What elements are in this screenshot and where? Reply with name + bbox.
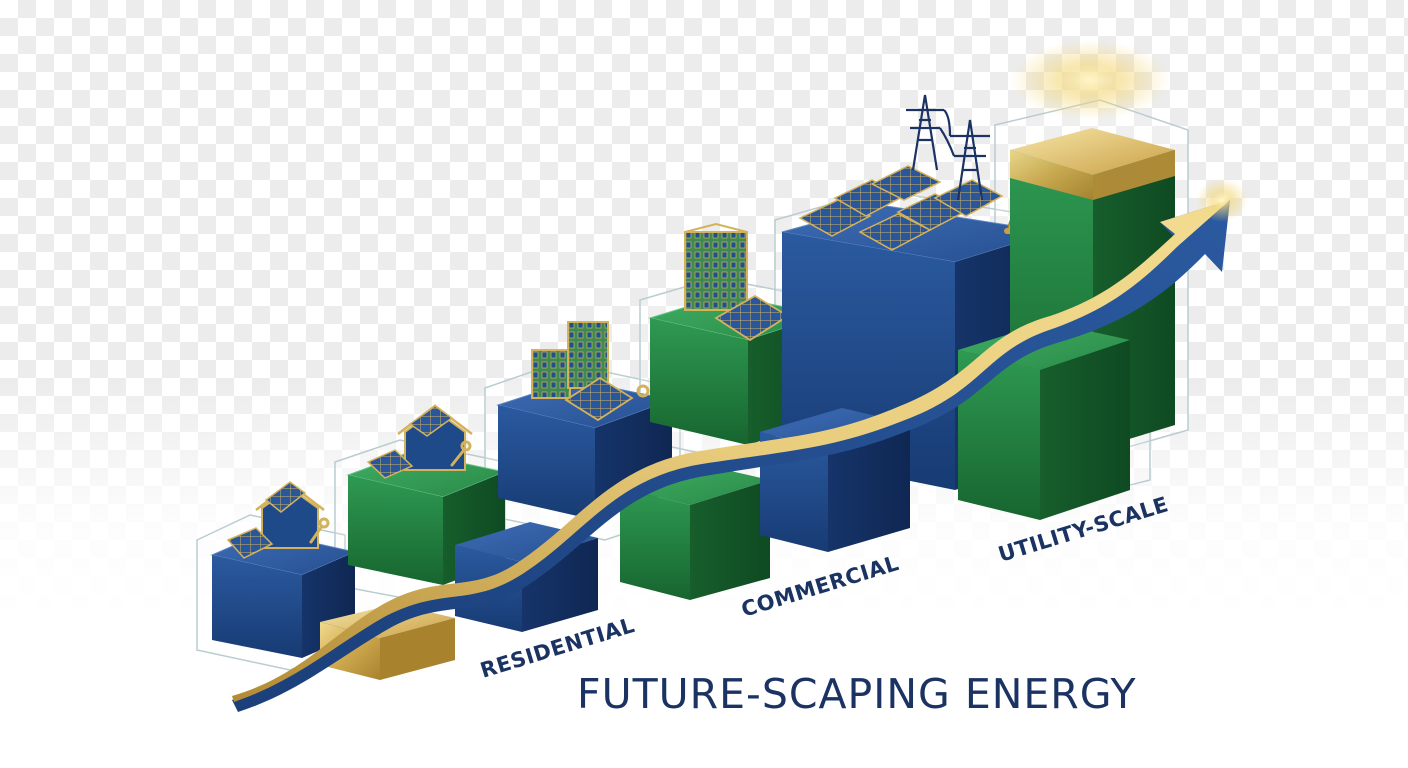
building-icon	[684, 222, 748, 311]
front-step-green	[620, 464, 770, 600]
solar-panel-icon	[564, 376, 634, 422]
house-solar-icon	[366, 404, 473, 479]
solar-farm	[798, 165, 1004, 251]
wrench-icon	[309, 517, 330, 544]
front-step-green-2	[958, 322, 1130, 520]
page-title: FUTURE-SCAPING ENERGY	[577, 670, 1137, 718]
growth-arrow-icon	[232, 178, 1248, 712]
transmission-tower-icon	[906, 94, 990, 201]
wrench-icon	[450, 440, 472, 467]
house-solar-icon	[226, 481, 325, 559]
building-icon	[531, 321, 609, 399]
